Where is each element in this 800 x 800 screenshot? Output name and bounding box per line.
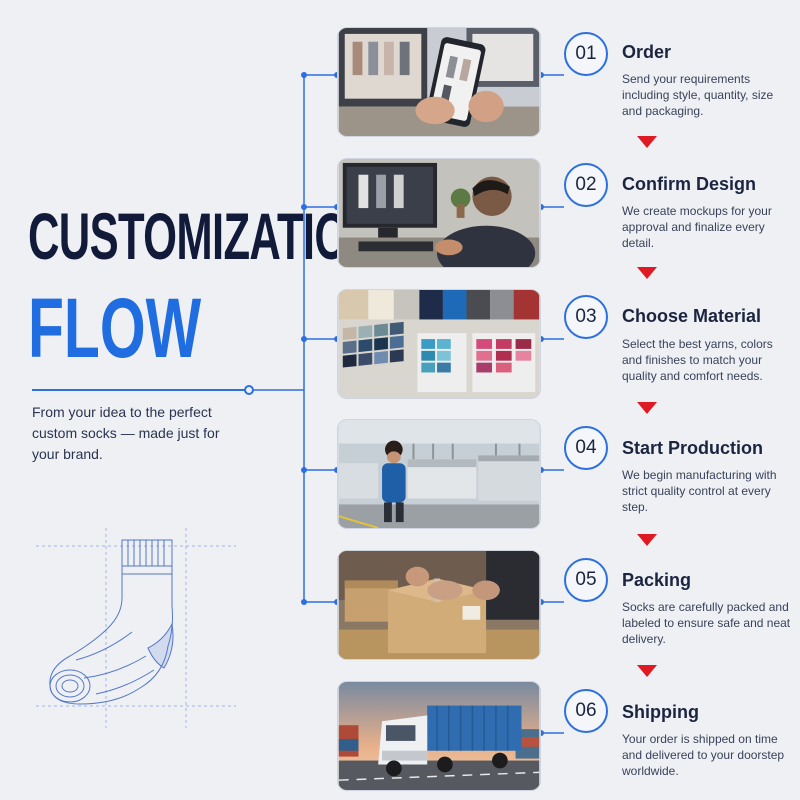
step-2-number: 02 [564,163,608,207]
step-6-title: Shipping [622,702,699,722]
step-4-description: We begin manufacturing with strict quali… [622,468,777,514]
arrow-down-icon [637,665,657,677]
step-1-photo [337,27,541,137]
step-5-title: Packing [622,570,692,590]
step-6-description: Your order is shipped on time and delive… [622,732,785,778]
step-2-title: Confirm Design [622,174,757,194]
step-5-photo [337,550,541,660]
step-5-number: 05 [564,558,608,602]
arrow-down-icon [637,534,657,546]
title-divider-dot [244,385,254,395]
designer-computer-image [338,159,540,267]
truck-shipping-image [338,682,540,790]
step-3-number: 03 [564,295,608,339]
step-4-photo [337,419,541,529]
step-1-number: 01 [564,32,608,76]
step-4-title: Start Production [622,438,764,458]
step-1-title: Order [622,42,672,62]
sock-blueprint-illustration [36,528,236,728]
step-2-description: We create mockups for your approval and … [622,204,772,250]
arrow-down-icon [637,136,657,148]
step-6-number: 06 [564,689,608,733]
packing-boxes-image [338,551,540,659]
title-line-1: CUSTOMIZATION [28,199,379,273]
step-4-number: 04 [564,426,608,470]
title-divider [32,389,248,391]
step-3-description: Select the best yarns, colors and finish… [622,337,773,383]
knitting-factory-image [338,420,540,528]
step-5-description: Socks are carefully packed and labeled t… [622,600,791,646]
phone-catalog-image [338,28,540,136]
arrow-down-icon [637,402,657,414]
fabric-swatches-image [338,290,540,398]
step-2-photo [337,158,541,268]
arrow-down-icon [637,267,657,279]
step-3-photo [337,289,541,399]
title-line-2: FLOW [28,281,202,375]
intro-text: From your idea to the perfect custom soc… [32,404,220,462]
step-6-photo [337,681,541,791]
step-3-title: Choose Material [622,306,762,326]
step-1-description: Send your requirements including style, … [622,72,774,118]
